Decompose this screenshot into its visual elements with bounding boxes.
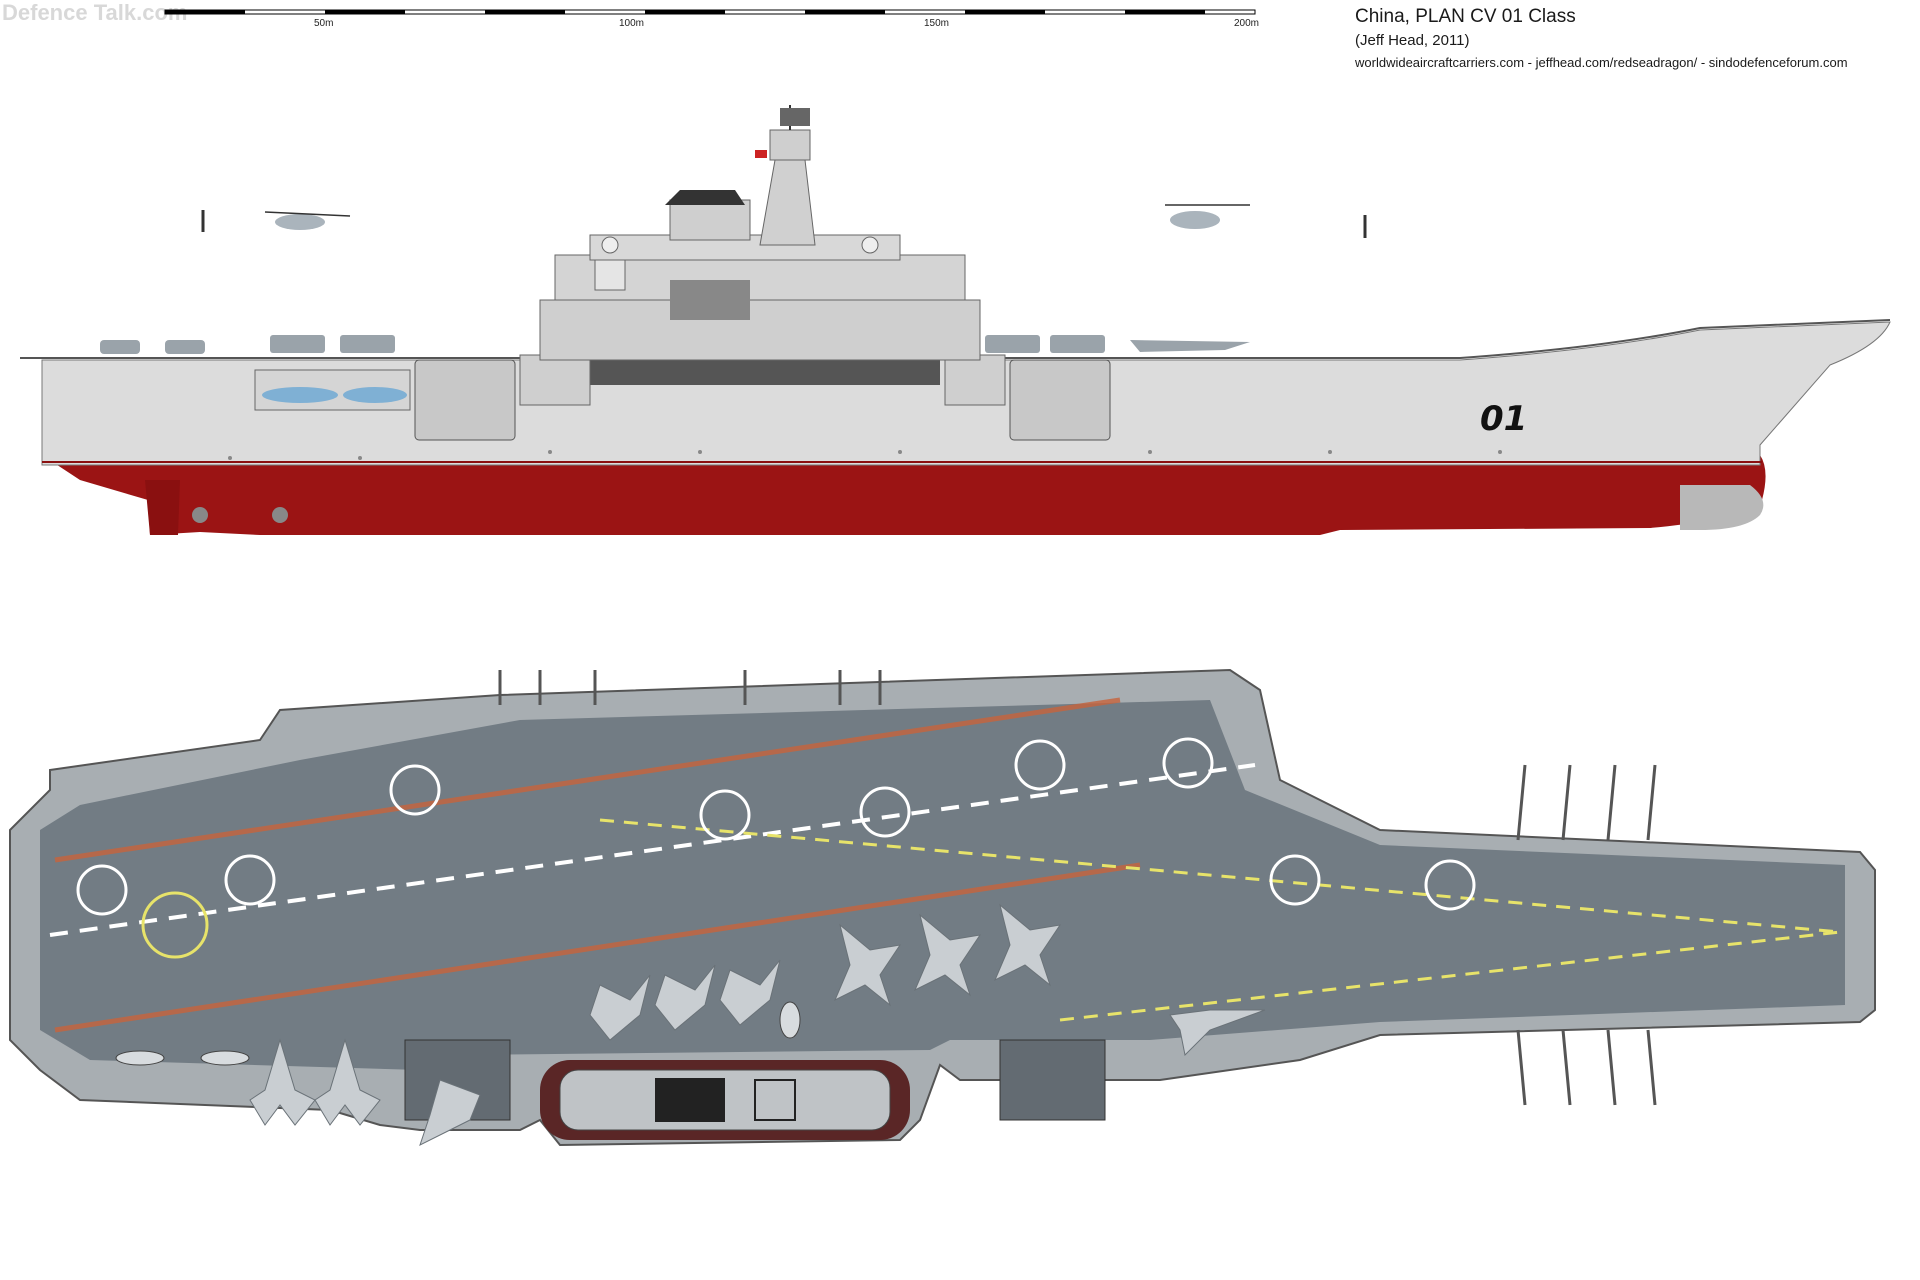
elevator-fwd [1009, 359, 1111, 441]
helicopter-spot-yellow [141, 891, 209, 959]
hull-number: 01 [1480, 399, 1527, 439]
plan-view [9, 668, 1876, 1147]
deck-antennas [498, 670, 1657, 1106]
helicopter-icon [115, 1001, 801, 1066]
elevator-top [999, 1039, 1106, 1121]
deck-aircraft-profile [100, 335, 1250, 354]
portholes [228, 450, 1502, 460]
boat [262, 387, 338, 403]
watermark: Defence Talk.com [2, 0, 187, 25]
lower-hull-red [42, 455, 1766, 535]
helicopter-icon [1165, 204, 1250, 229]
parked-jets [249, 903, 1266, 1146]
propeller-icon [192, 507, 208, 523]
profile-view: 01 [20, 105, 1891, 535]
drawing-title: China, PLAN CV 01 Class [1355, 6, 1576, 27]
helicopter-spots [76, 737, 1476, 916]
angled-deck-line [54, 697, 1121, 863]
title-block: China, PLAN CV 01 Class (Jeff Head, 2011… [1355, 4, 1848, 74]
propeller-icon [272, 507, 288, 523]
bow-guideline [599, 818, 1841, 934]
scale-tick-label: 50m [314, 18, 333, 29]
drawing-sources: worldwideaircraftcarriers.com - jeffhead… [1355, 55, 1848, 70]
island-superstructure [539, 105, 981, 361]
elevator-aft [414, 359, 516, 441]
scale-tick-label: 200m [1234, 18, 1259, 29]
angled-deck-line [54, 862, 1141, 1033]
bulbous-bow [1680, 485, 1764, 530]
scale-bar: 50m 100m 150m 200m [164, 9, 1259, 29]
bow-guideline [1059, 930, 1841, 1022]
scale-tick-label: 150m [924, 18, 949, 29]
helicopter-icon [264, 211, 351, 230]
scale-tick-label: 100m [619, 18, 644, 29]
flag-icon [755, 150, 767, 158]
flight-deck-edge [20, 319, 1891, 359]
boat [343, 387, 407, 403]
rudder [145, 480, 180, 535]
drawing-author: (Jeff Head, 2011) [1355, 32, 1470, 49]
island-top-view [540, 1060, 910, 1140]
deck-centerline [49, 763, 1256, 937]
